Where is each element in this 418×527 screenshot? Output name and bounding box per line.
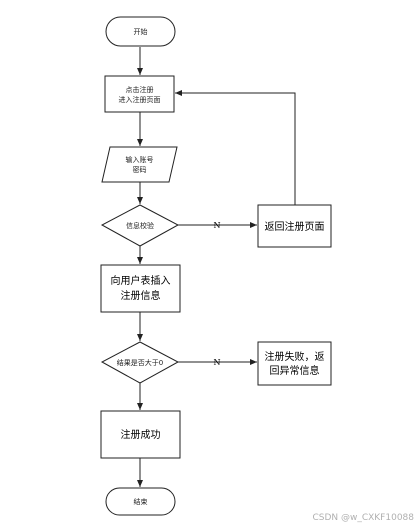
back-label: 返回注册页面 (265, 220, 325, 233)
edge-back-to-register (175, 90, 296, 205)
decision-shape (100, 341, 180, 384)
node-fail: 注册失败，返 回异常信息 (257, 341, 332, 386)
start-label: 开始 (134, 27, 148, 36)
watermark: CSDN @w_CXKF10088 (312, 513, 414, 523)
process-shape (100, 410, 181, 459)
node-success: 注册成功 (100, 410, 181, 459)
node-register: 点击注册 进入注册页面 (104, 75, 175, 113)
input-label-line1: 输入账号 (126, 155, 154, 164)
node-end: 结束 (105, 487, 176, 516)
edge-label-result-no: N (214, 358, 221, 367)
terminal-shape (105, 487, 176, 516)
edge-label-check-no: N (214, 221, 221, 230)
insert-label-line1: 向用户表插入 (111, 274, 171, 287)
process-shape (257, 204, 332, 248)
io-shape (101, 146, 178, 183)
input-label-line2: 密码 (133, 165, 147, 174)
insert-label-line2: 注册信息 (121, 289, 161, 302)
success-label: 注册成功 (121, 428, 161, 441)
process-shape (257, 341, 332, 386)
edges (137, 47, 296, 487)
fail-label-line1: 注册失败，返 (265, 350, 325, 363)
process-shape (104, 75, 175, 113)
check-label: 信息校验 (126, 221, 154, 230)
fail-label-line2: 回异常信息 (270, 364, 320, 377)
node-back: 返回注册页面 (257, 204, 332, 248)
decision-shape (100, 204, 180, 247)
register-label-line2: 进入注册页面 (119, 95, 161, 104)
node-insert: 向用户表插入 注册信息 (100, 264, 181, 313)
terminal-shape (105, 16, 176, 47)
register-label-line1: 点击注册 (126, 85, 154, 94)
node-check: 信息校验 (100, 204, 180, 247)
node-result: 结果是否大于0 (100, 341, 180, 384)
end-label: 结束 (134, 497, 148, 506)
node-start: 开始 (105, 16, 176, 47)
node-input: 输入账号 密码 (101, 146, 178, 183)
result-label: 结果是否大于0 (117, 358, 163, 367)
process-shape (100, 264, 181, 313)
